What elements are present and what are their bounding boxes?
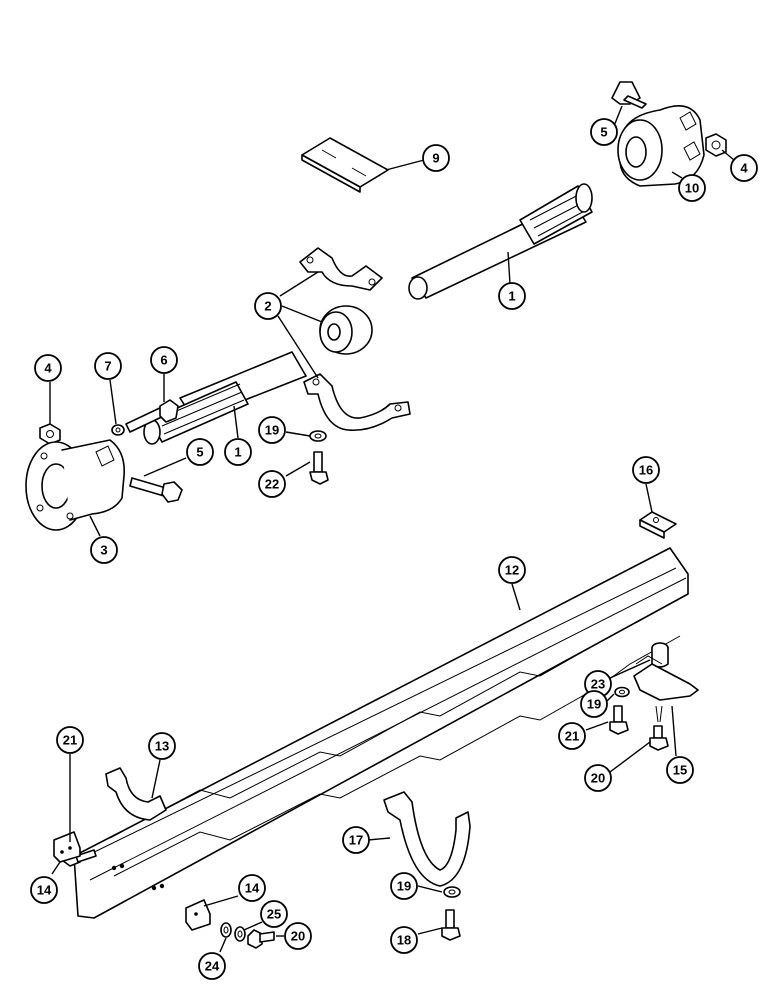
part-washer-24 bbox=[220, 922, 232, 938]
callout-1-top: 1 bbox=[498, 282, 526, 310]
callout-14-bottom: 14 bbox=[238, 874, 266, 902]
part-lockwasher-25 bbox=[234, 926, 246, 942]
callout-13: 13 bbox=[148, 732, 176, 760]
callout-21-right: 21 bbox=[558, 722, 586, 750]
callout-label: 21 bbox=[63, 733, 77, 748]
callout-label: 3 bbox=[100, 543, 107, 558]
callout-10: 10 bbox=[678, 174, 706, 202]
callout-3: 3 bbox=[90, 536, 118, 564]
part-flange-3 bbox=[25, 439, 126, 531]
callout-label: 22 bbox=[265, 477, 279, 492]
callout-5-top: 5 bbox=[590, 118, 618, 146]
callout-9: 9 bbox=[422, 144, 450, 172]
callout-label: 20 bbox=[291, 929, 305, 944]
callout-label: 19 bbox=[265, 423, 279, 438]
callout-20-bottom: 20 bbox=[284, 922, 312, 950]
part-bolt-22 bbox=[309, 451, 329, 485]
callout-label: 1 bbox=[234, 445, 241, 460]
part-bearing-2 bbox=[319, 305, 373, 355]
part-shaft-1-mid bbox=[143, 351, 307, 445]
part-nut-4-left bbox=[39, 423, 61, 445]
callout-label: 25 bbox=[267, 907, 281, 922]
leader-lines bbox=[49, 105, 735, 953]
callout-label: 7 bbox=[104, 359, 111, 374]
callout-6: 6 bbox=[150, 346, 178, 374]
part-block-16 bbox=[639, 511, 677, 539]
callout-21-left: 21 bbox=[56, 726, 84, 754]
part-bolt-6 bbox=[125, 399, 179, 433]
callout-5-mid: 5 bbox=[186, 438, 214, 466]
callout-label: 21 bbox=[565, 729, 579, 744]
callout-12: 12 bbox=[498, 556, 526, 584]
callout-2: 2 bbox=[254, 292, 282, 320]
callout-label: 2 bbox=[264, 299, 271, 314]
part-bolt-5-mid bbox=[129, 477, 183, 503]
callout-label: 4 bbox=[44, 361, 52, 376]
part-washer-19-mid bbox=[309, 430, 327, 442]
callout-label: 4 bbox=[740, 161, 748, 176]
callout-14-left: 14 bbox=[30, 876, 58, 904]
callout-label: 13 bbox=[155, 739, 169, 754]
callout-label: 5 bbox=[600, 125, 607, 140]
callout-19-mid: 19 bbox=[258, 416, 286, 444]
callout-label: 23 bbox=[591, 677, 605, 692]
part-washer-19-bottom bbox=[443, 886, 461, 898]
part-bolt-20-right bbox=[649, 725, 669, 751]
callout-24: 24 bbox=[198, 952, 226, 980]
callout-label: 18 bbox=[397, 933, 411, 948]
callout-label: 19 bbox=[587, 697, 601, 712]
callout-19-bottom: 19 bbox=[390, 872, 418, 900]
callout-label: 24 bbox=[205, 959, 220, 974]
part-nut-4-top bbox=[705, 133, 727, 157]
callout-16: 16 bbox=[632, 456, 660, 484]
part-bolt-20-bottom bbox=[247, 929, 275, 949]
part-bracket-14-left bbox=[53, 831, 81, 863]
callout-20-right: 20 bbox=[584, 764, 612, 792]
callout-label: 9 bbox=[432, 151, 439, 166]
part-washer-7 bbox=[111, 424, 125, 436]
callout-17: 17 bbox=[342, 826, 370, 854]
part-shaft-1-top bbox=[408, 183, 593, 300]
callout-4-top: 4 bbox=[730, 154, 758, 182]
callout-label: 17 bbox=[349, 833, 363, 848]
callout-label: 5 bbox=[196, 445, 203, 460]
part-coupling-10 bbox=[617, 104, 705, 187]
callout-7: 7 bbox=[94, 352, 122, 380]
callout-label: 20 bbox=[591, 771, 605, 786]
callout-19-right: 19 bbox=[580, 690, 608, 718]
callout-1-mid: 1 bbox=[224, 438, 252, 466]
callout-label: 14 bbox=[37, 883, 52, 898]
part-bolt-21-right bbox=[609, 705, 629, 735]
part-bracket-13 bbox=[105, 767, 167, 821]
part-bolt-18 bbox=[441, 909, 461, 941]
part-clamp-2-upper bbox=[299, 247, 383, 291]
part-bracket-15 bbox=[633, 655, 699, 723]
callout-label: 1 bbox=[508, 289, 515, 304]
part-bolt-5-top bbox=[611, 81, 647, 109]
callout-label: 16 bbox=[639, 463, 653, 478]
part-washer-19-right bbox=[614, 686, 630, 698]
callout-15: 15 bbox=[666, 756, 694, 784]
callout-label: 15 bbox=[673, 763, 687, 778]
part-clamp-2-lower bbox=[303, 373, 411, 432]
callout-25: 25 bbox=[260, 900, 288, 928]
callout-label: 12 bbox=[505, 563, 519, 578]
part-hanger-17 bbox=[383, 791, 471, 887]
callout-4-left: 4 bbox=[34, 354, 62, 382]
callout-label: 6 bbox=[160, 353, 167, 368]
part-plate-9 bbox=[301, 137, 389, 193]
part-bracket-14-bottom bbox=[185, 899, 211, 931]
callout-label: 10 bbox=[685, 181, 699, 196]
callout-18: 18 bbox=[390, 926, 418, 954]
callout-label: 19 bbox=[397, 879, 411, 894]
callout-22: 22 bbox=[258, 470, 286, 498]
callout-label: 14 bbox=[245, 881, 260, 896]
